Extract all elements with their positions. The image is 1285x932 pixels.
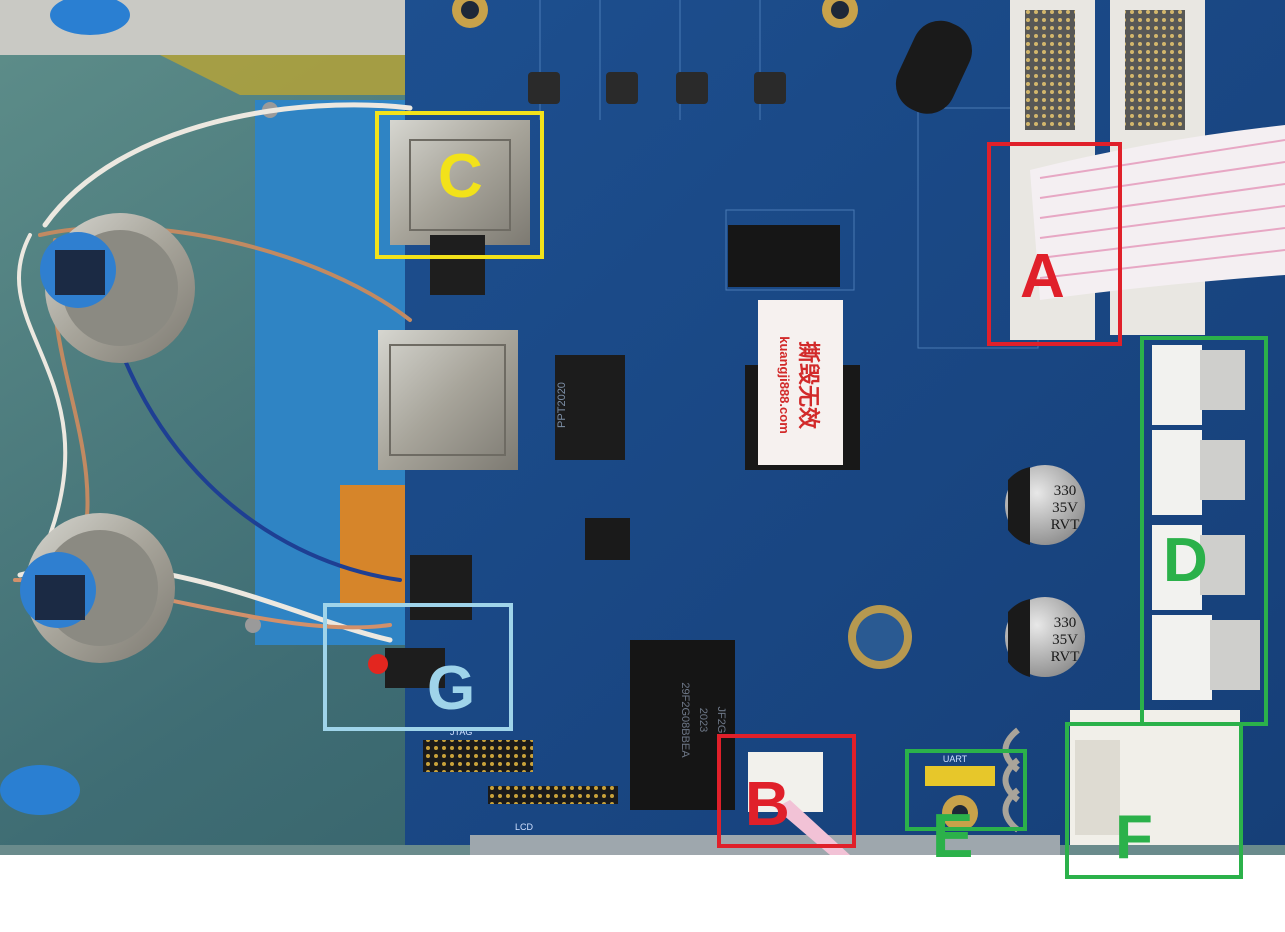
jtag-header: JTAG [423, 727, 533, 772]
pcb-photo: PPT2020 撕毁无效 kuangji888.com 29F2G08BBEA … [0, 0, 1285, 855]
annotation-box-G [323, 603, 513, 731]
svg-text:kuangji888.com: kuangji888.com [777, 336, 792, 434]
lcd-header: LCD [488, 786, 618, 832]
annotation-box-C [375, 111, 544, 259]
svg-text:UART: UART [943, 754, 968, 764]
uart-header-E: UART [925, 754, 995, 786]
svg-text:330: 330 [1054, 483, 1077, 499]
led-G [368, 648, 445, 688]
panel-switch-bottom [20, 513, 175, 663]
svg-text:JTAG: JTAG [450, 727, 472, 737]
annotation-label-A: A [1020, 242, 1065, 311]
annotation-box-A [987, 142, 1122, 346]
svg-text:35V: 35V [1052, 500, 1078, 516]
connectors-D [1152, 345, 1260, 700]
svg-text:35V: 35V [1052, 632, 1078, 648]
annotation-box-B [717, 734, 856, 848]
svg-text:2023: 2023 [697, 708, 709, 732]
svg-text:RVT: RVT [1051, 517, 1080, 533]
svg-text:RVT: RVT [1051, 649, 1080, 665]
svg-text:LCD: LCD [515, 822, 534, 832]
svg-text:330: 330 [1054, 615, 1077, 631]
svg-text:撕毁无效: 撕毁无效 [795, 341, 821, 429]
annotation-label-D: D [1163, 526, 1208, 595]
connector-B [748, 752, 823, 812]
annotation-label-B: B [745, 770, 790, 839]
svg-text:PPT2020: PPT2020 [556, 382, 568, 428]
flash-chip-u3 [728, 225, 840, 287]
capacitor-ec2: 330 35V RVT [1005, 597, 1085, 677]
annotation-box-E [905, 749, 1027, 831]
ethernet-jack [378, 330, 518, 470]
ribbon-cable-A [1030, 125, 1285, 300]
svg-text:JF2G: JF2G [715, 707, 727, 734]
lcd-flex-cable [340, 485, 410, 605]
panel-switch-top [40, 213, 195, 363]
capacitor-ec1: 330 35V RVT [1005, 465, 1085, 545]
annotation-label-G: G [427, 654, 475, 723]
warranty-sticker: 撕毁无效 kuangji888.com [758, 300, 843, 465]
ethernet-transformer: PPT2020 [555, 355, 625, 460]
svg-text:29F2G08BBEA: 29F2G08BBEA [679, 682, 691, 758]
annotation-label-C: C [438, 142, 483, 211]
